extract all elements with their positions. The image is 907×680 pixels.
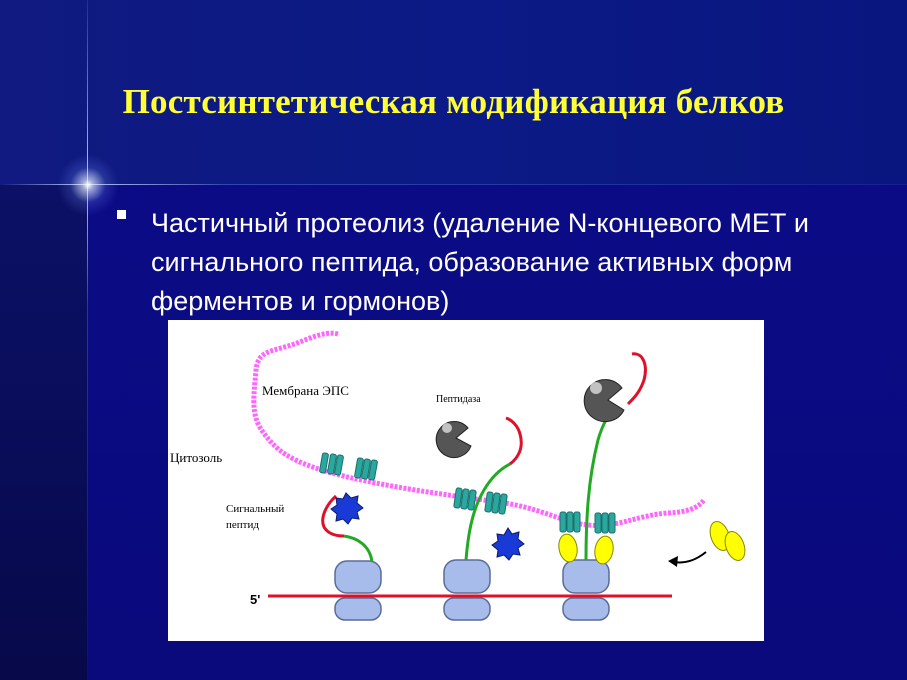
slide-title: Постсинтетическая модификация белков (122, 82, 785, 121)
bip-chaperone-1 (558, 533, 578, 563)
channel-3 (559, 511, 616, 534)
bip-chaperone-2 (594, 535, 614, 565)
background-top-panel (0, 0, 907, 185)
bullet-text: Частичный протеолиз (удаление N-концевог… (151, 208, 809, 316)
channel-2 (453, 487, 508, 515)
srp-particle-1 (330, 492, 364, 525)
polypeptide-2 (464, 462, 511, 561)
peptidase-2-highlight (590, 382, 602, 394)
peptidase-1 (435, 421, 472, 459)
label-mrna-5prime: 5' (250, 592, 260, 607)
cleaved-signal-peptide-3 (626, 352, 647, 406)
label-signal-peptide-line2: пептид (226, 519, 259, 531)
label-peptidase: Пептидаза (436, 394, 481, 405)
label-membrane: Мембрана ЭПС (262, 383, 349, 398)
return-arrow (673, 551, 707, 564)
diagram-svg: Мембрана ЭПС Пептидаза Цитозоль Сигнальн… (170, 330, 746, 621)
peptidase-1-highlight (442, 423, 452, 433)
decor-vertical-line (87, 0, 88, 680)
label-signal-peptide-line1: Сигнальный (226, 503, 284, 515)
ribosome-3 (562, 559, 610, 621)
ribosome-2 (443, 559, 491, 621)
bullet-marker (117, 210, 126, 219)
polypeptide-1 (343, 534, 374, 563)
protein-processing-figure: Мембрана ЭПС Пептидаза Цитозоль Сигнальн… (168, 320, 764, 641)
ribosome-1 (334, 560, 382, 621)
signal-peptide-1 (321, 494, 345, 538)
label-cytosol: Цитозоль (170, 450, 222, 465)
srp-particle-2 (491, 527, 525, 561)
free-bip-2 (724, 531, 746, 561)
channel-1 (319, 452, 378, 481)
signal-peptide-2 (505, 416, 523, 466)
return-arrowhead (668, 556, 678, 567)
er-membrane (251, 330, 706, 528)
decor-star-flare (57, 154, 119, 216)
peptidase-2 (583, 379, 625, 423)
decor-horizontal-line (0, 184, 907, 185)
